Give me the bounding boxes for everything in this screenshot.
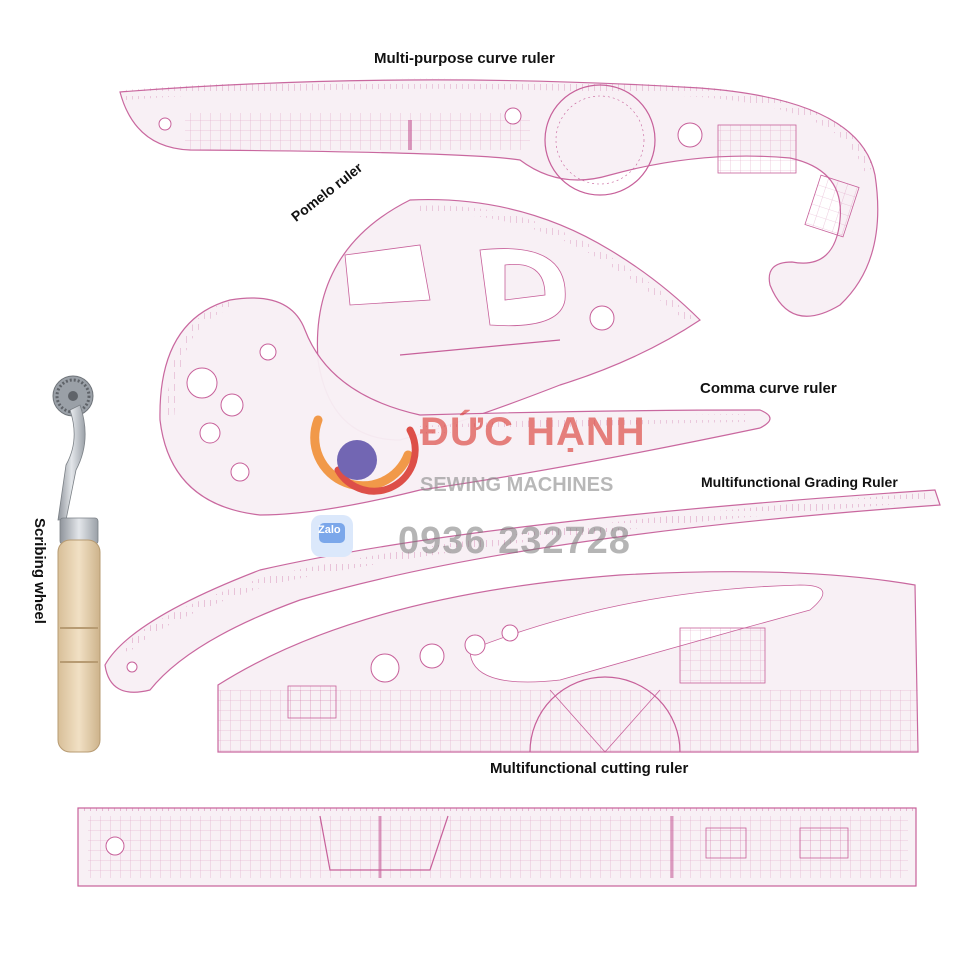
label-multi-purpose-curve-ruler: Multi-purpose curve ruler	[374, 50, 555, 67]
straight-ruler	[77, 807, 917, 887]
comma-curve-ruler	[159, 297, 771, 516]
chat-badge-label: Zalo	[318, 524, 341, 536]
watermark-tagline: SEWING MACHINES	[420, 474, 614, 496]
pomelo-ruler	[316, 199, 701, 441]
cutting-ruler	[217, 571, 919, 753]
label-cutting-ruler: Multifunctional cutting ruler	[490, 760, 689, 777]
chat-badge-icon	[311, 515, 353, 557]
scribing-wheel	[52, 375, 101, 753]
watermark-brand: ĐỨC HẠNH	[420, 410, 646, 454]
watermark-logo-mark	[310, 415, 419, 495]
label-grading-ruler: Multifunctional Grading Ruler	[701, 474, 898, 490]
label-comma-curve-ruler: Comma curve ruler	[700, 380, 837, 397]
multi-purpose-curve-ruler	[119, 78, 879, 317]
label-scribing-wheel: Scribing wheel	[31, 518, 48, 624]
watermark-phone: 0936 232728	[398, 520, 631, 562]
grading-ruler	[104, 489, 941, 693]
